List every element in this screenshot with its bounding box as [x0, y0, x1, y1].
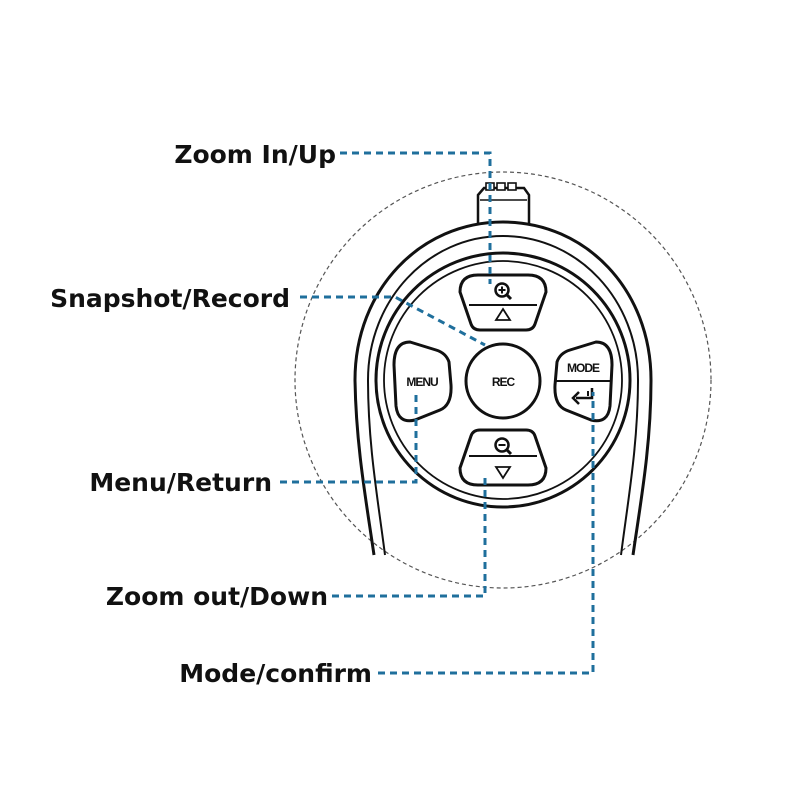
mode-button-label: MODE [567, 361, 600, 375]
zoom-out-down-callout: Zoom out/Down [106, 582, 328, 611]
mode-leader-line [378, 392, 595, 675]
handle-body [353, 220, 653, 556]
mode-confirm-callout: Mode/confirm [179, 659, 372, 688]
mode-confirm-button[interactable]: MODE [553, 340, 614, 423]
magnifier-plus-icon [494, 282, 513, 301]
zoom-in-leader-line [340, 151, 492, 284]
menu-return-callout: Menu/Return [89, 468, 272, 497]
menu-button-label: MENU [406, 375, 438, 389]
cable-connector [476, 182, 531, 224]
enter-return-icon [571, 388, 594, 405]
menu-return-button[interactable]: MENU [392, 340, 453, 423]
zoom-in-up-callout: Zoom In/Up [174, 140, 336, 169]
zoom-in-up-button[interactable] [458, 273, 548, 332]
zoom-out-leader-line [332, 478, 487, 598]
snapshot-leader-line [300, 295, 486, 347]
triangle-down-icon [494, 466, 512, 480]
detail-zoom-circle [294, 171, 712, 589]
magnifier-minus-icon [494, 437, 513, 456]
rec-button-label: REC [492, 375, 516, 389]
zoom-out-down-button[interactable] [458, 428, 548, 487]
triangle-up-icon [494, 307, 512, 321]
snapshot-record-callout: Snapshot/Record [50, 284, 290, 313]
snapshot-record-button[interactable]: REC [464, 342, 542, 420]
menu-leader-line [280, 395, 418, 484]
